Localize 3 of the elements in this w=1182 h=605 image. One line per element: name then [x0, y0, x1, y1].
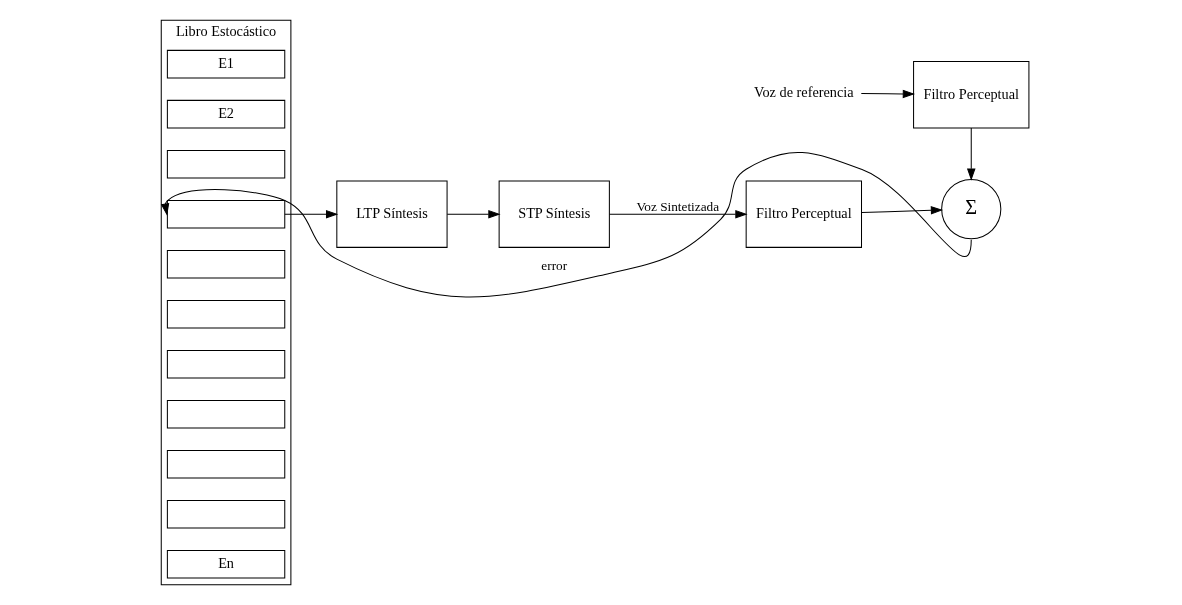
node-text: Voz de referencia	[754, 83, 854, 100]
edge-label: Voz Sintetizada	[636, 198, 720, 214]
edge-label: error	[541, 257, 568, 273]
